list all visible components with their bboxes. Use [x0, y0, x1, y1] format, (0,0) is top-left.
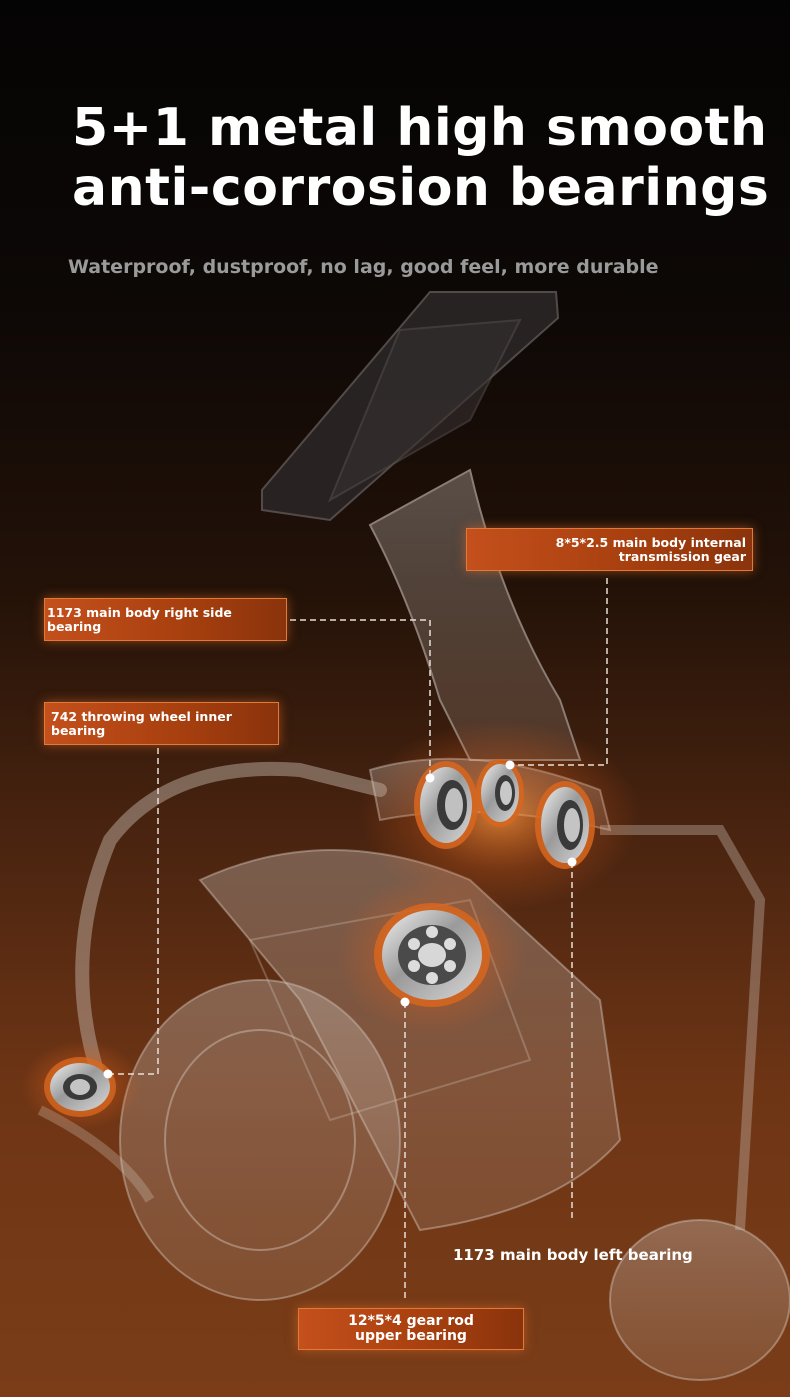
reel-foot — [261, 291, 560, 522]
bail-arm — [75, 761, 387, 1087]
label-left-bearing: 1173 main body left bearing — [453, 1246, 693, 1264]
headline-line-1: 5+1 metal high smooth — [72, 98, 768, 158]
headline: 5+1 metal high smooth anti-corrosion bea… — [72, 98, 770, 218]
bearing-right-side — [414, 761, 478, 849]
bearing-transmission — [476, 759, 524, 827]
leader-lines — [108, 578, 608, 1300]
bearing-throwing-wheel — [44, 1057, 116, 1117]
callout-throwing-wheel-bearing: 742 throwing wheel inner bearing — [44, 702, 279, 745]
reel-stem — [368, 468, 582, 761]
callout-transmission-gear: 8*5*2.5 main body internal transmission … — [466, 528, 753, 571]
subheadline: Waterproof, dustproof, no lag, good feel… — [68, 256, 659, 278]
callout-right-side-bearing: 1173 main body right side bearing — [44, 598, 287, 641]
callout-gear-rod-bearing: 12*5*4 gear rod upper bearing — [298, 1308, 524, 1350]
leader-dots — [103, 760, 577, 1079]
headline-line-2: anti-corrosion bearings — [72, 158, 770, 218]
bearing-gear-rod — [374, 903, 490, 1007]
bearing-left — [535, 781, 595, 869]
